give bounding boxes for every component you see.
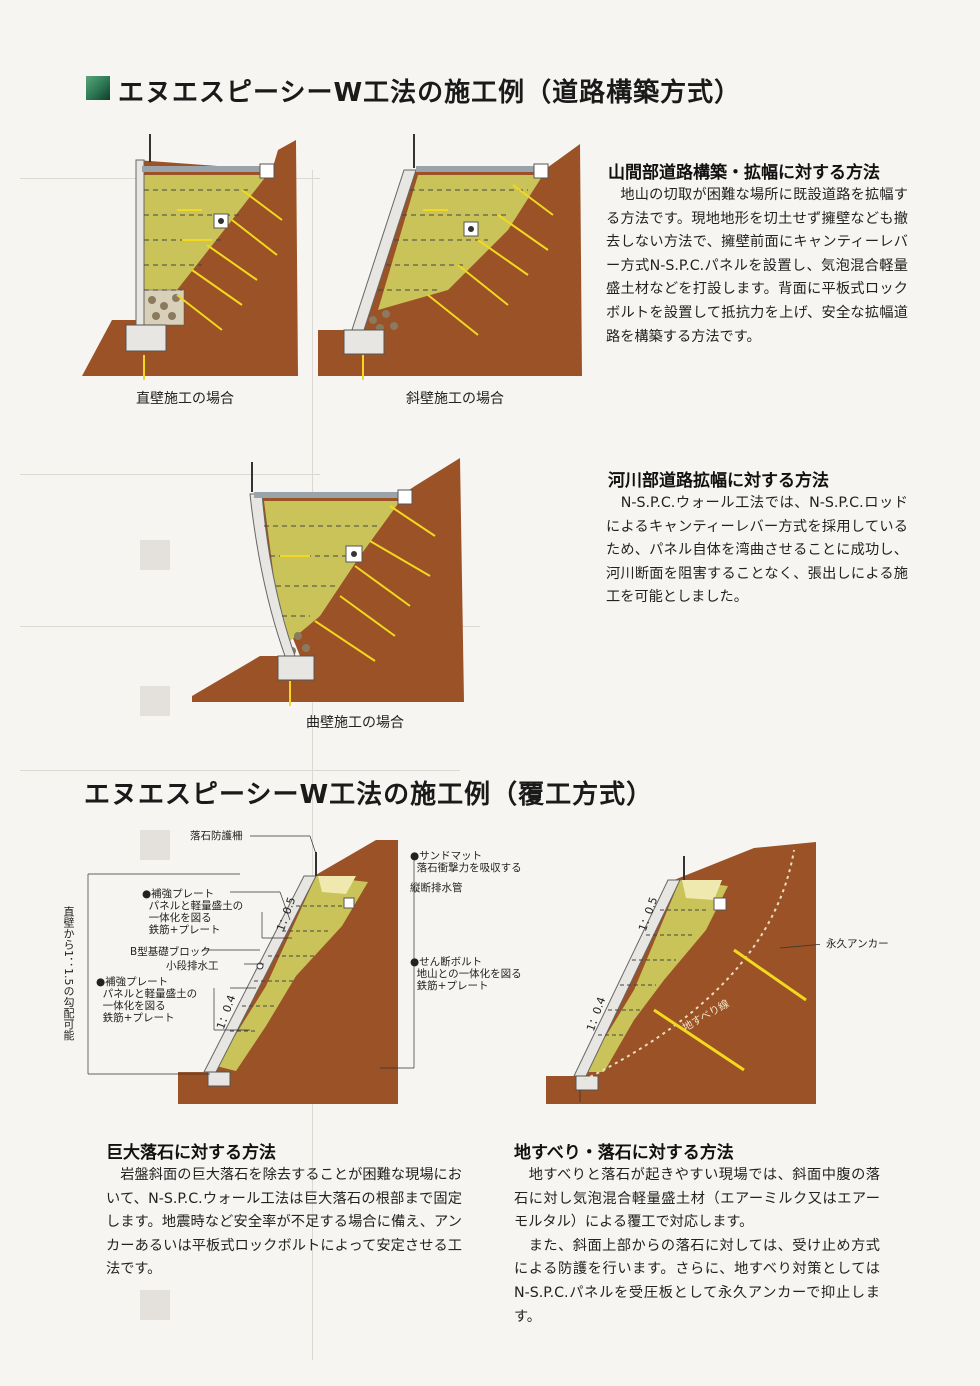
caption-slanted-wall: 斜壁施工の場合	[406, 391, 504, 407]
bg-square	[140, 830, 170, 860]
caption-curved-wall: 曲壁施工の場合	[306, 715, 404, 731]
mountain-body: 地山の切取が困難な場所に既設道路を拡幅する方法です。現地地形を切土せず擁壁なども…	[606, 187, 908, 345]
river-heading: 河川部道路拡幅に対する方法	[608, 471, 829, 491]
section-title-cover: エヌエスピーシーW工法の施工例（覆工方式）	[84, 780, 654, 810]
label-sand-mat: ●サンドマット 落石衝撃力を吸収する	[410, 850, 522, 874]
left-diagram-leaders	[87, 835, 415, 1075]
river-body: N-S.P.C.ウォール工法では、N-S.P.C.ロッドによるキャンティーレバー…	[606, 495, 908, 606]
label-rockfall-fence: 落石防護柵	[190, 830, 243, 842]
mountain-heading: 山間部道路構築・拡幅に対する方法	[608, 163, 880, 183]
label-vertical-slope-note: 直壁から1：1.5の勾配可能	[62, 906, 75, 1041]
label-small-drain: 小段排水工	[166, 960, 219, 972]
diagram-vertical-wall	[82, 134, 298, 380]
bg-square	[140, 540, 170, 570]
label-reinforce-plate-lower: ●補強プレート パネルと軽量盛土の 一体化を図る 鉄筋+プレート	[96, 976, 198, 1024]
caption-vertical-wall: 直壁施工の場合	[136, 391, 234, 407]
section-marker-icon	[86, 76, 110, 100]
bg-grid-line	[20, 474, 320, 475]
boulder-body: 岩盤斜面の巨大落石を除去することが困難な現場において、N-S.P.C.ウォール工…	[106, 1167, 462, 1278]
diagram-landslide-cover	[546, 842, 820, 1104]
bg-grid-line	[20, 626, 480, 627]
label-permanent-anchor: 永久アンカー	[826, 938, 889, 950]
label-b-block: B型基礎ブロック	[130, 946, 211, 958]
diagram-slanted-wall	[318, 134, 582, 380]
bg-square	[140, 686, 170, 716]
bg-square	[140, 1290, 170, 1320]
boulder-heading: 巨大落石に対する方法	[106, 1143, 276, 1163]
section-title-road: エヌエスピーシーW工法の施工例（道路構築方式）	[118, 78, 742, 108]
diagram-rockfall-cover	[178, 840, 398, 1104]
label-shear-bolt: ●せん断ボルト 地山との一体化を図る 鉄筋+プレート	[410, 956, 522, 992]
label-drain-pipe: 縦断排水管	[410, 882, 463, 894]
label-reinforce-plate-upper: ●補強プレート パネルと軽量盛土の 一体化を図る 鉄筋+プレート	[142, 888, 244, 936]
bg-grid-line	[312, 170, 313, 1360]
bg-grid-line	[20, 770, 460, 771]
landslide-body: 地すべりと落石が起きやすい現場では、斜面中腹の落石に対し気泡混合軽量盛土材（エア…	[514, 1167, 880, 1325]
diagram-curved-wall	[192, 458, 464, 706]
landslide-heading: 地すべり・落石に対する方法	[514, 1143, 734, 1163]
